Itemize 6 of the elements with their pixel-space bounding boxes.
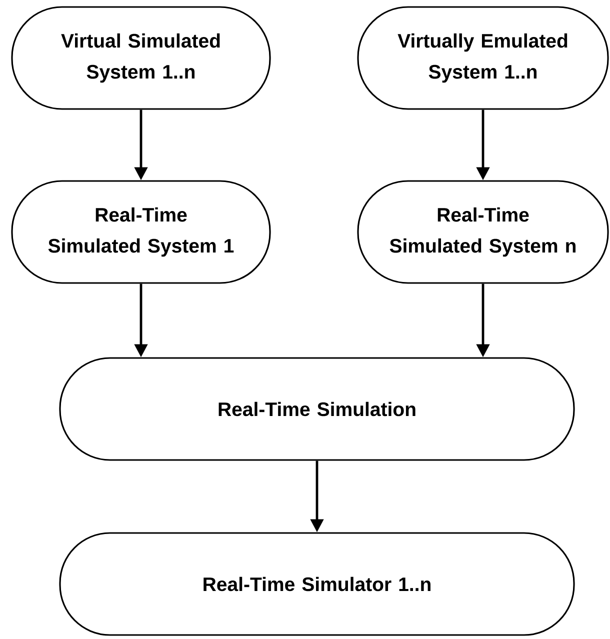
terminal-box: Real-Time Simulated System 1 (11, 180, 271, 284)
terminal-box: Virtual Simulated System 1..n (11, 6, 271, 110)
terminal-box: Real-Time Simulator 1..n (59, 532, 575, 636)
terminal-box: Virtually Emulated System 1..n (357, 6, 609, 110)
terminal-box: Real-Time Simulated System n (357, 180, 609, 284)
terminal-box: Real-Time Simulation (59, 357, 575, 461)
